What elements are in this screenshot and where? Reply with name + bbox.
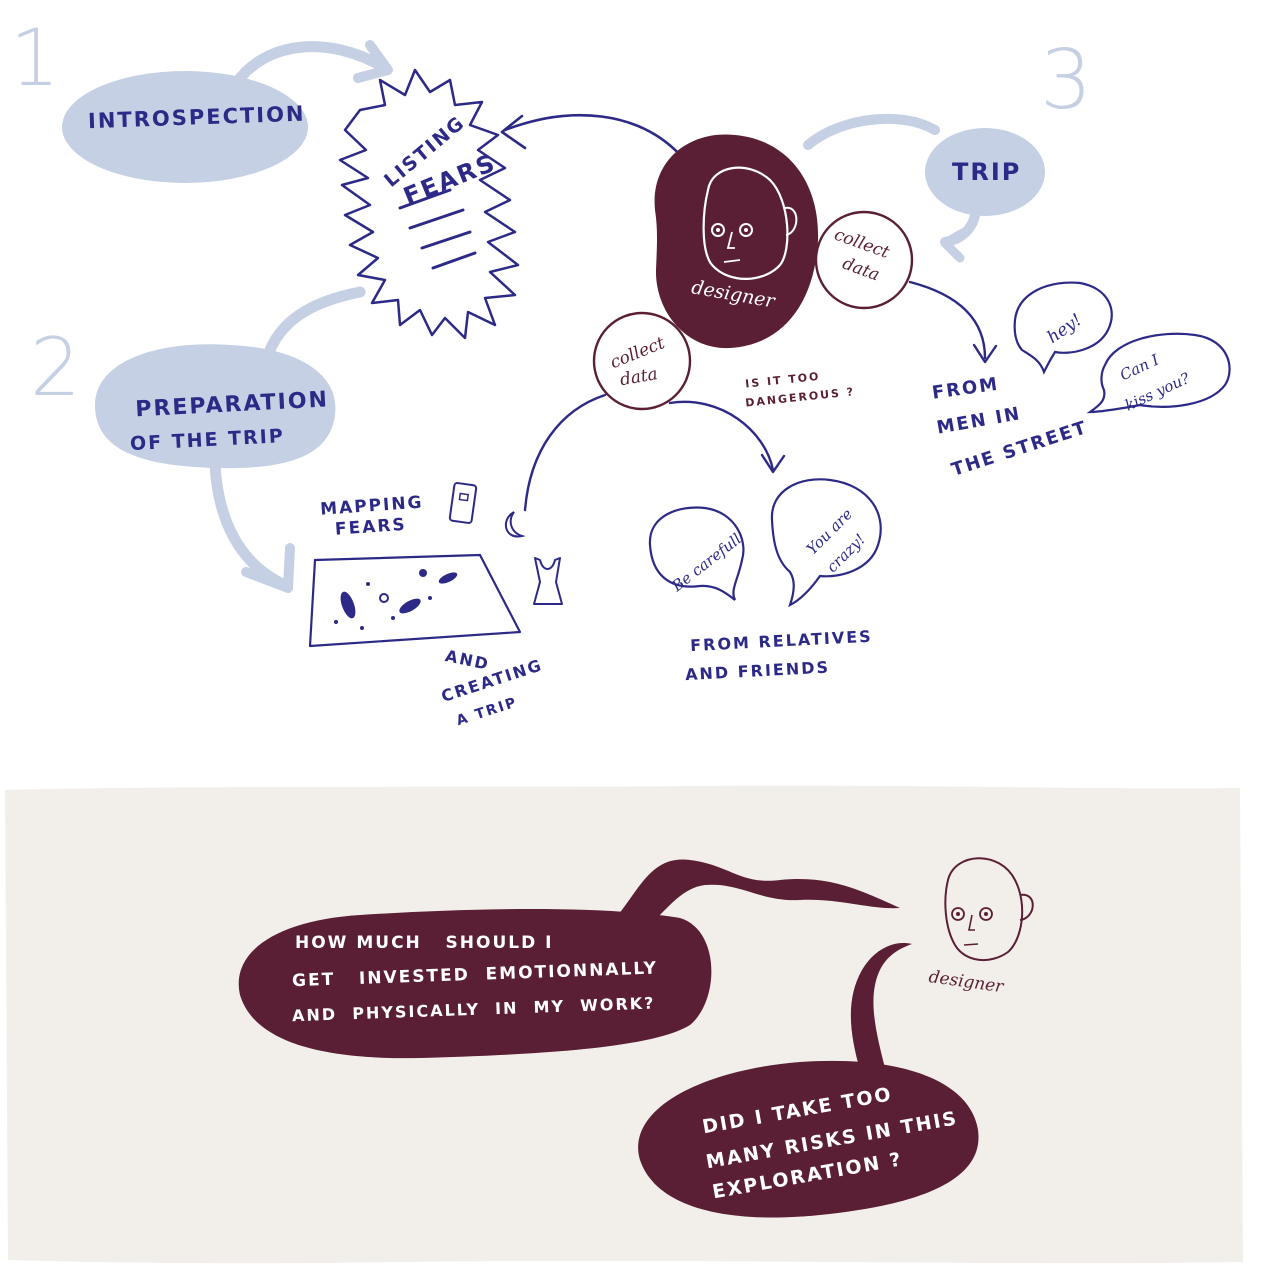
designer-head-outline (702, 166, 789, 280)
creating-and-label: AND (444, 646, 492, 674)
introspection-blob (62, 71, 308, 183)
bubble-kiss (1086, 332, 1231, 414)
map-sheet (308, 553, 522, 648)
map-dot-4 (428, 596, 432, 600)
bubble-hey (1013, 281, 1113, 375)
map-mark-2 (399, 598, 421, 614)
list-line-2 (408, 208, 465, 230)
list-line-1 (398, 188, 452, 210)
danger-question-line1: IS IT TOO (745, 370, 821, 391)
designer-nose (726, 231, 735, 249)
arrow-collect-to-mapping (523, 393, 607, 512)
map-dot-1 (334, 620, 338, 624)
designer-eye-right (739, 223, 753, 237)
moon-icon (504, 511, 526, 538)
trip-blob (925, 128, 1045, 216)
mapping-group: MAPPING FEARS AND CREATING A TRIP (308, 482, 563, 729)
bubble-can-i-text: Can I (1117, 350, 1163, 384)
bubble-be-carefull (648, 506, 745, 601)
mapping-label: MAPPING (320, 493, 425, 520)
designer-small-pupil-left (956, 912, 960, 916)
bubble-you-are-crazy (770, 478, 882, 608)
arrow-designer-to-listing-head (500, 114, 527, 150)
step-3-group: 3 TRIP (803, 33, 1092, 263)
arrow-designer-to-listing (503, 113, 685, 160)
step-1-group: 1 INTROSPECTION (10, 14, 393, 183)
relatives-caption-line2: AND FRIENDS (685, 658, 831, 685)
bubble-hey-text: hey! (1044, 310, 1086, 348)
map-dot-5 (366, 582, 370, 586)
map-dot-3 (391, 616, 395, 620)
arrow-preparation-to-map-head (241, 543, 295, 593)
designer-blob (654, 134, 819, 349)
designer-center: designer (654, 134, 819, 349)
list-line-4 (431, 251, 477, 270)
phone-icon (448, 482, 478, 524)
question-1-bubble (238, 909, 712, 1059)
arrow-collect-to-relatives-head (760, 453, 786, 474)
step-2-group: 2 PREPARATION OF THE TRIP (30, 286, 366, 593)
designer-small-eye-left (951, 907, 965, 921)
trip-label: TRIP (952, 158, 1021, 186)
arrow-introspection-to-listing (229, 41, 391, 91)
designer-eye-left (711, 223, 725, 237)
street-caption-line2: MEN IN (935, 403, 1023, 438)
step-1-number: 1 (10, 14, 60, 104)
street-caption-line1: FROM (931, 374, 1001, 404)
map-pin-2 (419, 569, 427, 577)
designer-pupil-left (716, 228, 720, 232)
fears-map-label: FEARS (334, 515, 407, 540)
phone-screen-icon (458, 492, 470, 502)
arrow-collect-to-relatives (668, 400, 775, 472)
relatives-group: Be carefull You are crazy! FROM RELATIVE… (648, 478, 882, 685)
designer-small-ear (1019, 893, 1034, 921)
designer-small-pupil-right (984, 912, 988, 916)
collect-left-circle (592, 311, 692, 411)
designer-pupil-right (744, 228, 748, 232)
designer-ear (784, 206, 798, 236)
preparation-blob (95, 344, 336, 469)
arrow-collect-to-street (908, 280, 987, 360)
designer-small-eye-right (979, 907, 993, 921)
map-pin-1 (379, 593, 389, 603)
tanktop-icon (533, 557, 563, 605)
collect-data-right: collect data (814, 210, 914, 310)
question-1-line1: HOW MUCH SHOULD I (295, 933, 553, 953)
relatives-caption-line1: FROM RELATIVES (690, 627, 873, 656)
designer-small-head (944, 857, 1024, 962)
creating-a-trip-label: A TRIP (454, 694, 519, 729)
step-3-number: 3 (1040, 33, 1092, 128)
step-2-number: 2 (30, 321, 81, 414)
arrow-introspection-head (353, 40, 393, 83)
designer-small-nose (968, 914, 975, 931)
street-group: hey! Can I kiss you? FROM MEN IN THE STR… (931, 281, 1231, 481)
list-line-3 (420, 230, 472, 250)
question-2-bubble (638, 1060, 979, 1218)
designer-small-mouth (963, 943, 979, 946)
arrow-collect-to-street-head (972, 343, 998, 364)
arrow-listing-to-preparation (264, 286, 366, 356)
listing-fears-burst: LISTING FEARS (338, 68, 520, 340)
map-mark-1 (340, 591, 356, 619)
map-dot-2 (360, 626, 364, 630)
map-mark-3 (438, 572, 458, 584)
question-1-tail (610, 859, 900, 935)
arrow-preparation-to-map (209, 459, 291, 591)
collect-data-left: collect data (592, 311, 692, 411)
burst-outline (338, 68, 520, 340)
collect-right-circle (814, 210, 914, 310)
arrow-trip-to-collect-head (940, 225, 973, 263)
arrow-designer-to-trip (803, 113, 940, 150)
question-2-tail (850, 943, 912, 1070)
designer-mouth (723, 259, 741, 263)
